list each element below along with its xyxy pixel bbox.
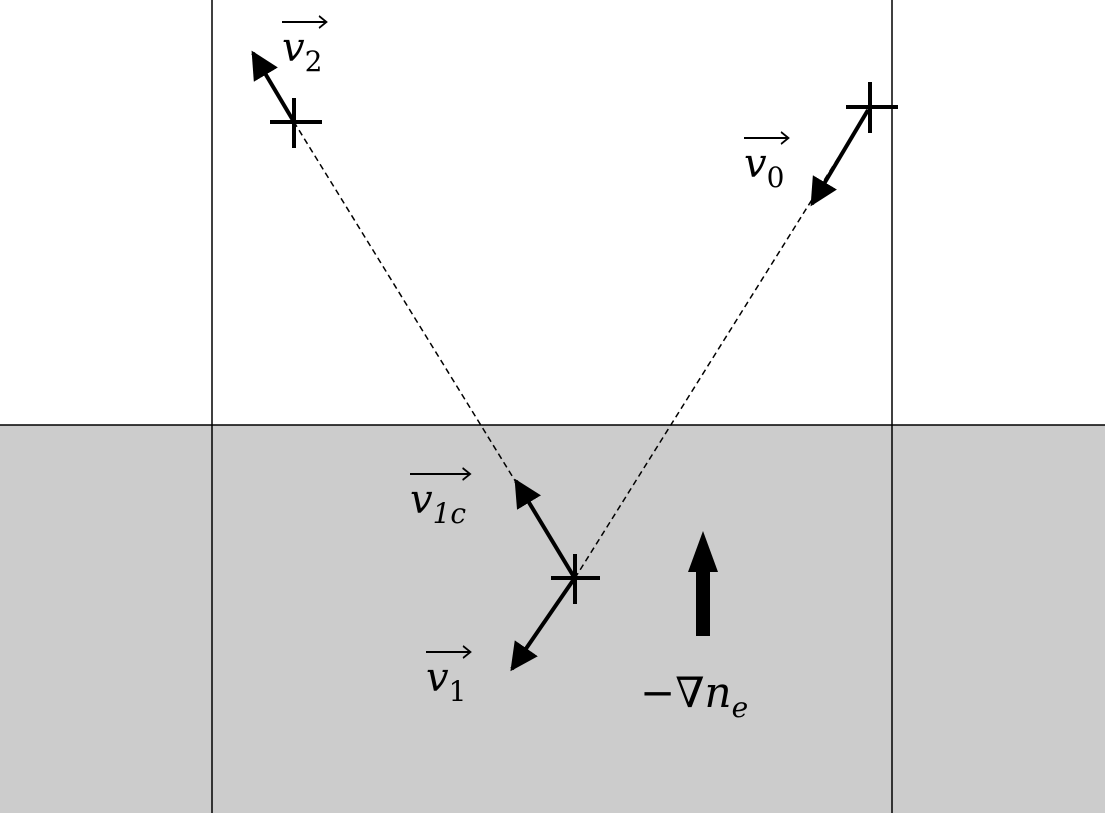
overarrow-icon <box>282 14 328 29</box>
label-v0-main: v <box>744 141 767 187</box>
label-gradient: −∇ne <box>640 672 748 722</box>
cross-marker-v0 <box>846 82 898 133</box>
gradient-arrow <box>688 531 718 636</box>
density-subscript: e <box>731 691 749 724</box>
label-v2-sub: 2 <box>304 45 323 78</box>
shaded-region <box>0 425 1105 813</box>
label-v1c-main: v <box>410 477 433 523</box>
label-v1: v1 <box>426 644 472 708</box>
cross-marker-v1 <box>551 554 600 604</box>
overarrow-icon <box>426 644 472 659</box>
cross-marker-v2 <box>270 98 322 148</box>
vector-notation: v2 <box>282 14 328 78</box>
arrow-v1 <box>510 577 576 672</box>
arrow-v1c <box>514 478 576 579</box>
overarrow-icon <box>744 130 790 145</box>
label-v0: v0 <box>744 130 790 194</box>
vector-notation: v0 <box>744 130 790 194</box>
minus-sign: − <box>640 668 676 717</box>
vector-notation: v1c <box>410 466 472 530</box>
density-symbol: n <box>704 668 732 717</box>
label-v1c-sub: 1c <box>432 497 467 530</box>
arrow-v0 <box>810 108 870 207</box>
label-v1-main: v <box>426 655 449 701</box>
arrow-v2 <box>251 50 296 124</box>
overarrow-icon <box>410 466 472 481</box>
vector-notation: v1 <box>426 644 472 708</box>
label-v2: v2 <box>282 14 328 78</box>
label-v1-sub: 1 <box>448 675 467 708</box>
nabla-symbol: ∇ <box>675 668 705 717</box>
label-v0-sub: 0 <box>766 161 785 194</box>
label-v1c: v1c <box>410 466 472 530</box>
label-v2-main: v <box>282 25 305 71</box>
